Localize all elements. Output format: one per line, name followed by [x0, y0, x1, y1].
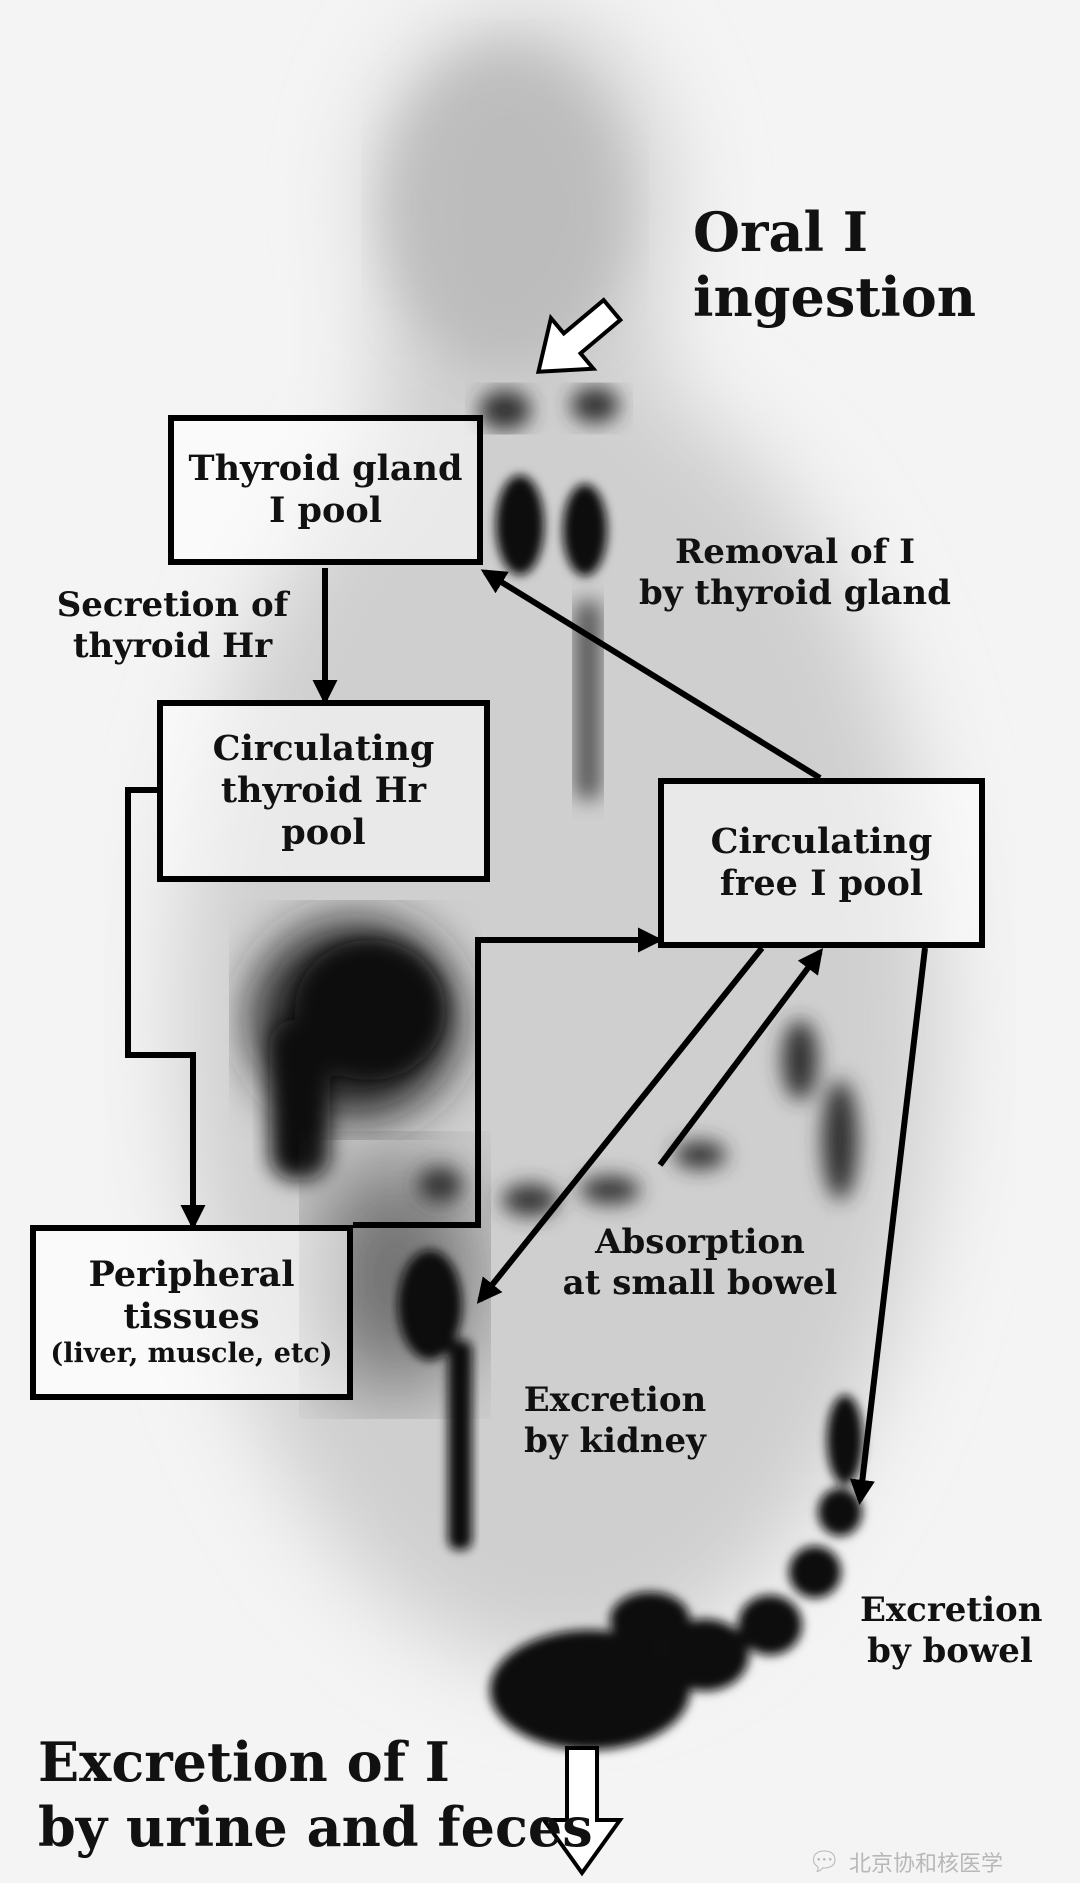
label-line: by kidney [524, 1421, 706, 1462]
excretion-total-label: Excretion of I by urine and feces [38, 1730, 593, 1860]
arrow-excretion-kidney [476, 946, 765, 1304]
label-line: by urine and feces [38, 1794, 593, 1859]
box-line: Peripheral [88, 1254, 295, 1296]
box-line: Thyroid gland [188, 448, 463, 489]
circulating-thyroid-hr-pool-box: Circulating thyroid Hr pool [157, 700, 490, 882]
arrow-absorption [657, 947, 824, 1167]
excretion-kidney-label: Excretion by kidney [505, 1380, 725, 1463]
watermark-text: 北京协和核医学 [849, 1852, 1004, 1877]
label-line: ingestion [693, 264, 977, 329]
box-line: tissues [123, 1296, 260, 1338]
label-line: Excretion of I [38, 1730, 450, 1794]
box-line: thyroid Hr [220, 770, 427, 811]
label-line: by thyroid gland [639, 573, 951, 614]
label-line: Excretion [523, 1380, 707, 1420]
label-line: at small bowel [562, 1263, 838, 1304]
box-line: free I pool [719, 863, 924, 904]
label-line: by bowel [867, 1631, 1033, 1672]
box-line: Circulating [212, 728, 435, 769]
box-line: Circulating [710, 821, 933, 862]
excretion-down-arrow [540, 1746, 624, 1877]
box-line: (liver, muscle, etc) [50, 1338, 333, 1370]
thyroid-gland-pool-box: Thyroid gland I pool [168, 415, 483, 565]
absorption-label: Absorption at small bowel [555, 1222, 845, 1305]
label-line: Excretion [860, 1590, 1043, 1630]
box-line: pool [281, 812, 366, 853]
watermark: 💬︎ 北京协和核医学 [808, 1845, 1058, 1879]
removal-label: Removal of I by thyroid gland [635, 532, 955, 615]
wechat-icon: 💬︎ [808, 1847, 842, 1877]
label-line: Absorption [595, 1222, 805, 1262]
box-line: I pool [268, 490, 382, 531]
oral-ingestion-label: Oral I ingestion [693, 200, 976, 330]
label-line: thyroid Hr [72, 626, 273, 667]
arrow-excretion-bowel [849, 947, 928, 1506]
arrow-hr-to-peripheral [125, 787, 206, 1231]
label-line: Secretion of [56, 585, 289, 625]
secretion-label: Secretion of thyroid Hr [55, 585, 290, 668]
arrow-peripheral-to-free [353, 927, 664, 1228]
peripheral-tissues-box: Peripheral tissues (liver, muscle, etc) [30, 1225, 353, 1400]
circulating-free-i-pool-box: Circulating free I pool [658, 778, 985, 948]
excretion-bowel-label: Excretion by bowel [860, 1590, 1043, 1673]
arrow-removal [480, 569, 822, 781]
label-line: Removal of I [674, 532, 916, 572]
oral-ingestion-arrow [535, 297, 624, 374]
label-line: Oral I [693, 200, 869, 264]
